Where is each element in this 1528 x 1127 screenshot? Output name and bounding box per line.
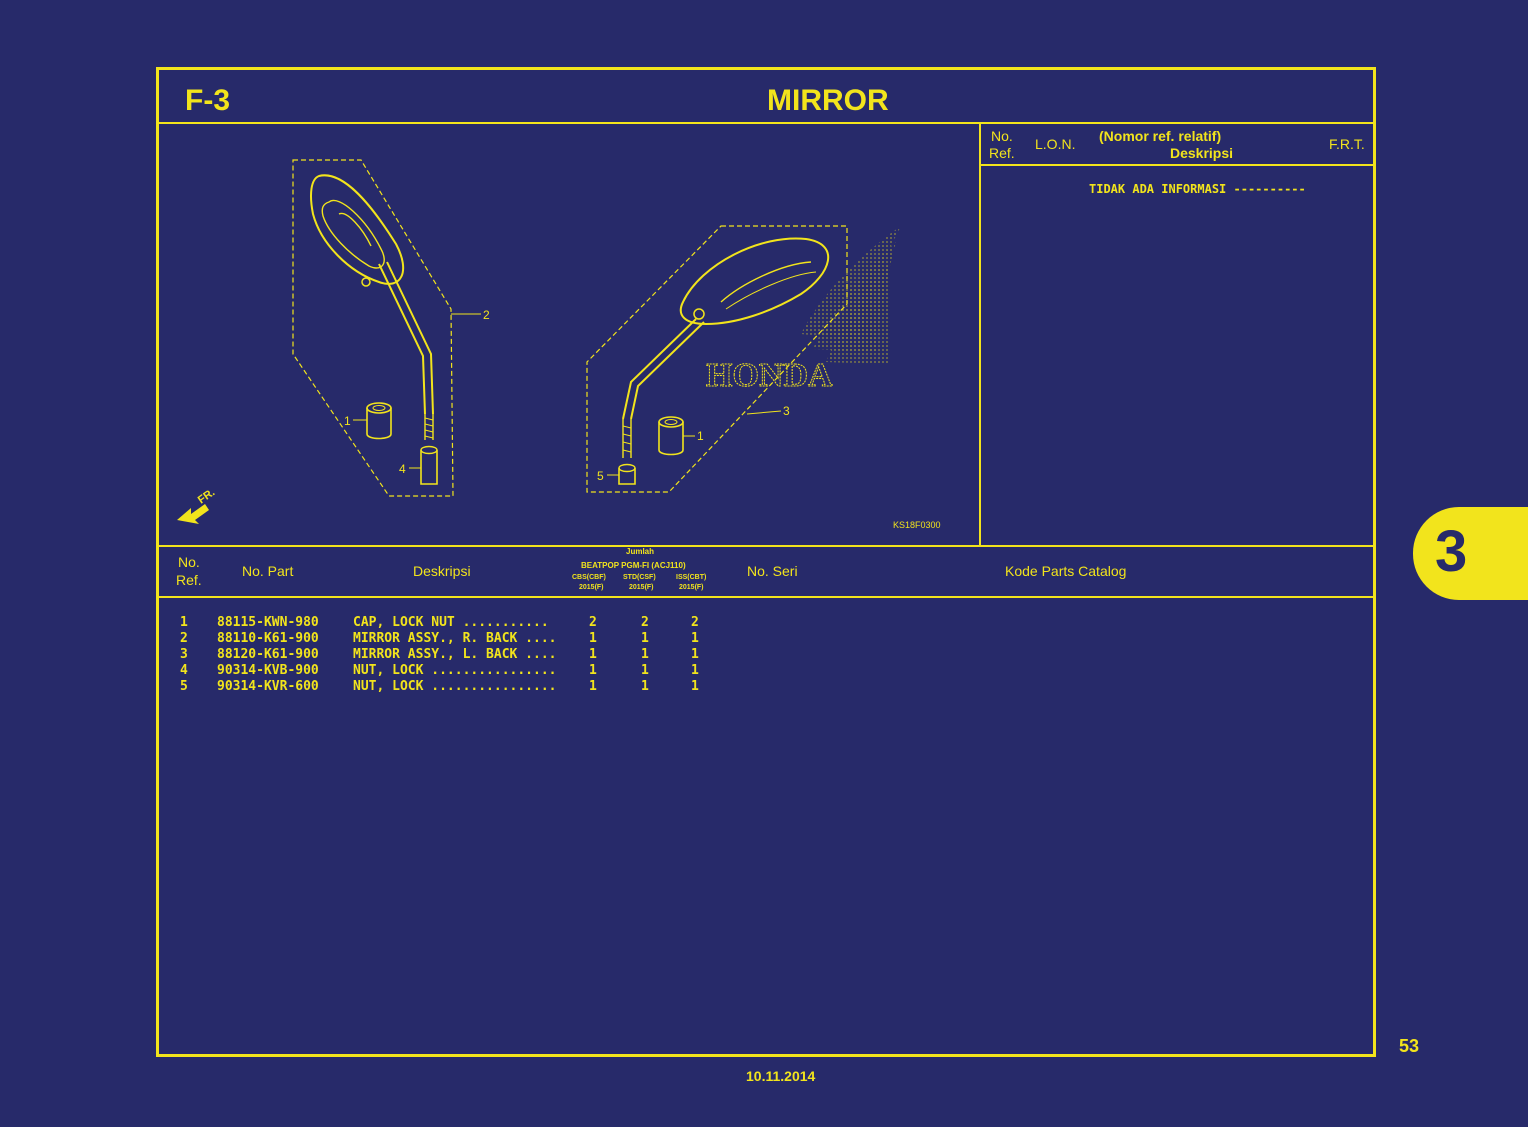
callout-1b: 1 <box>697 429 704 443</box>
print-date: 10.11.2014 <box>746 1068 816 1084</box>
parts-no-header: No. <box>178 554 200 570</box>
variant-3-year: 2015(F) <box>679 584 704 591</box>
parts-ref-header: Ref. <box>176 572 202 588</box>
page-frame: F-3 MIRROR No. Ref. L.O.N. (Nomor ref. r… <box>156 67 1376 1057</box>
diagram-code: KS18F0300 <box>893 520 941 530</box>
callout-5: 5 <box>597 469 604 483</box>
kode-header: Kode Parts Catalog <box>1005 563 1127 579</box>
callout-4: 4 <box>399 462 406 476</box>
variant-1-year: 2015(F) <box>579 584 604 591</box>
diagram-divider <box>979 122 981 546</box>
chapter-number: 3 <box>1435 519 1468 584</box>
variant-1-name: CBS(CBF) <box>572 574 606 581</box>
page-title: MIRROR <box>767 84 889 117</box>
ref-note: TIDAK ADA INFORMASI ---------- <box>1089 182 1306 196</box>
ref-deskripsi-header: Deskripsi <box>1170 145 1234 161</box>
lon-header: L.O.N. <box>1035 136 1076 152</box>
chapter-tab[interactable]: 3 <box>1413 507 1528 600</box>
no-seri-header: No. Seri <box>747 563 798 579</box>
table-row: 3 88120-K61-900 MIRROR ASSY., L. BACK ..… <box>180 647 699 662</box>
callout-1a: 1 <box>344 414 351 428</box>
parts-diagram: HONDA <box>177 159 941 530</box>
table-row: 5 90314-KVR-600 NUT, LOCK ..............… <box>180 679 699 694</box>
callout-2: 2 <box>483 308 490 322</box>
page-number: 53 <box>1399 1036 1420 1056</box>
variant-3-name: ISS(CBT) <box>676 574 707 581</box>
honda-watermark: HONDA <box>706 357 833 394</box>
variant-2-name: STD(CSF) <box>623 574 656 581</box>
parts-deskripsi-header: Deskripsi <box>413 563 471 579</box>
frt-header: F.R.T. <box>1329 136 1365 152</box>
parts-table-top <box>159 545 1373 547</box>
table-row: 1 88115-KWN-980 CAP, LOCK NUT ..........… <box>180 615 699 630</box>
no-part-header: No. Part <box>242 563 294 579</box>
parts-header-divider <box>159 596 1373 598</box>
ref-no-header: No. <box>991 128 1013 144</box>
table-row: 4 90314-KVB-900 NUT, LOCK ..............… <box>180 663 699 678</box>
title-divider <box>159 122 1373 124</box>
jumlah-header: Jumlah <box>626 547 655 556</box>
section-code: F-3 <box>185 84 230 117</box>
ref-header-divider <box>979 164 1373 166</box>
front-label: FR. <box>196 486 217 506</box>
variant-2-year: 2015(F) <box>629 584 654 591</box>
ref-ref-header: Ref. <box>989 145 1015 161</box>
table-row: 2 88110-K61-900 MIRROR ASSY., R. BACK ..… <box>180 631 699 646</box>
right-mirror-drawing <box>292 159 481 497</box>
left-mirror-drawing <box>586 225 848 493</box>
model-header: BEATPOP PGM-FI (ACJ110) <box>581 561 686 570</box>
honda-wing-logo <box>801 226 901 364</box>
nomor-ref-header: (Nomor ref. relatif) <box>1099 128 1222 144</box>
callout-3: 3 <box>783 404 790 418</box>
front-arrow-icon <box>177 504 209 524</box>
